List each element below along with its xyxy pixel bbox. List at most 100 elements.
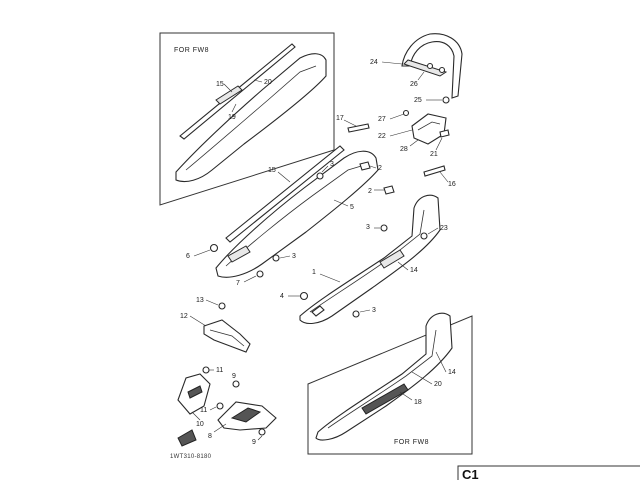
leader-11-b	[209, 406, 217, 411]
callout-3-lower: 3	[372, 307, 376, 314]
leader-22	[389, 129, 413, 137]
page-code-frame	[457, 465, 640, 480]
leader-27	[389, 113, 405, 120]
inset-top-left: FOR FW8 15 20 19	[159, 32, 335, 206]
callout-15-inset: 15	[216, 81, 224, 88]
nut-6	[209, 243, 219, 253]
leader-14-inset	[435, 351, 447, 373]
inset-lower-cover	[315, 312, 453, 441]
side-cover-1-slot	[311, 305, 325, 317]
side-cover-5	[215, 150, 379, 278]
grab-bar	[401, 33, 463, 99]
callout-17: 17	[336, 115, 344, 122]
bracket-12-group: 13 12	[180, 297, 251, 353]
screw-3-lower	[352, 310, 360, 318]
grommet-2-b	[383, 185, 395, 195]
leader-7	[243, 275, 257, 283]
grommet-2-a	[359, 161, 371, 171]
inset-side-cover-inner	[185, 65, 317, 171]
screw-3-left	[272, 254, 280, 262]
callout-23: 23	[440, 225, 448, 232]
callout-16: 16	[448, 181, 456, 188]
screw-11-b	[216, 402, 224, 410]
decal-16	[423, 165, 446, 177]
callout-26: 26	[410, 81, 418, 88]
side-cover-1	[299, 194, 441, 325]
callout-11: 11	[216, 367, 223, 374]
inset-top-left-frame	[159, 32, 335, 206]
leader-12	[189, 315, 207, 327]
leader-24	[381, 61, 403, 65]
callout-4: 4	[280, 293, 284, 300]
screw-9-bottom	[258, 428, 266, 436]
emblem-piece	[177, 429, 197, 447]
clip-21	[439, 129, 450, 138]
callout-19-inset: 19	[228, 114, 236, 121]
callout-6: 6	[186, 253, 190, 260]
callout-9-bottom: 9	[252, 439, 256, 446]
screw-23	[420, 232, 428, 240]
callout-14: 14	[410, 267, 418, 274]
leader-18	[399, 391, 413, 401]
callout-24: 24	[370, 59, 378, 66]
callout-3-upper: 3	[330, 161, 334, 168]
nut-4	[299, 291, 309, 301]
leader-3-upper	[321, 165, 329, 173]
side-cover-5-rib	[227, 245, 251, 263]
left-fasteners: 6 3 7	[186, 243, 296, 287]
inset-bottom-right-frame	[307, 315, 473, 455]
grab-bar-mount	[403, 59, 448, 77]
callout-12: 12	[180, 313, 188, 320]
inset-stripe	[361, 383, 409, 415]
decal-17	[347, 123, 370, 133]
callout-9-top: 9	[232, 373, 236, 380]
cover-10-grille	[187, 385, 203, 399]
leader-10	[191, 411, 201, 421]
bolt-25	[442, 96, 450, 104]
grab-bar-assembly: 24 26 25	[370, 33, 463, 104]
cover-8-grille	[230, 407, 262, 423]
tail-bracket	[411, 113, 447, 145]
callout-13: 13	[196, 297, 204, 304]
callout-5: 5	[350, 204, 354, 211]
leader-13	[205, 299, 219, 306]
inset-bottom-right-label: FOR FW8	[394, 439, 429, 446]
leader-1	[319, 273, 341, 283]
tail-bracket-detail	[417, 121, 441, 131]
leader-3-lower	[359, 309, 371, 313]
callout-2-a: 2	[378, 165, 382, 172]
callout-20-inset-b: 20	[434, 381, 442, 388]
side-cover-1-emblem	[379, 249, 405, 269]
screw-9-top	[232, 380, 240, 388]
callout-3-left: 3	[292, 253, 296, 260]
leader-3-left	[279, 255, 291, 259]
screw-27	[402, 109, 410, 117]
leader-15	[277, 171, 291, 183]
inset-side-cover	[175, 53, 327, 183]
leader-9-bottom	[257, 435, 263, 441]
callout-7: 7	[236, 280, 240, 287]
leader-23	[427, 227, 439, 235]
callout-18: 18	[414, 399, 422, 406]
leader-6	[193, 249, 211, 257]
leader-5	[333, 199, 349, 207]
callout-15: 15	[268, 167, 276, 174]
callout-20-inset: 20	[264, 79, 272, 86]
bracket-12	[203, 319, 251, 353]
callout-2-b: 2	[368, 188, 372, 195]
inset-bottom-right: FOR FW8 14 20 18	[307, 312, 473, 455]
callout-25: 25	[414, 97, 422, 104]
callout-27: 27	[378, 116, 386, 123]
small-covers-group: 11 9 11 10 8 9 1WT310-8180	[170, 366, 277, 460]
callout-3-mid: 3	[366, 224, 370, 231]
callout-1: 1	[312, 269, 316, 276]
leader-17	[343, 119, 357, 127]
bracket-12-detail	[209, 329, 245, 347]
callout-28: 28	[400, 146, 408, 153]
lower-side-cover-group: 1 14 23 3 4 3	[280, 194, 448, 325]
leader-8	[213, 423, 227, 433]
leader-26	[417, 71, 425, 81]
callout-14-inset: 14	[448, 369, 456, 376]
leader-21	[435, 137, 443, 151]
